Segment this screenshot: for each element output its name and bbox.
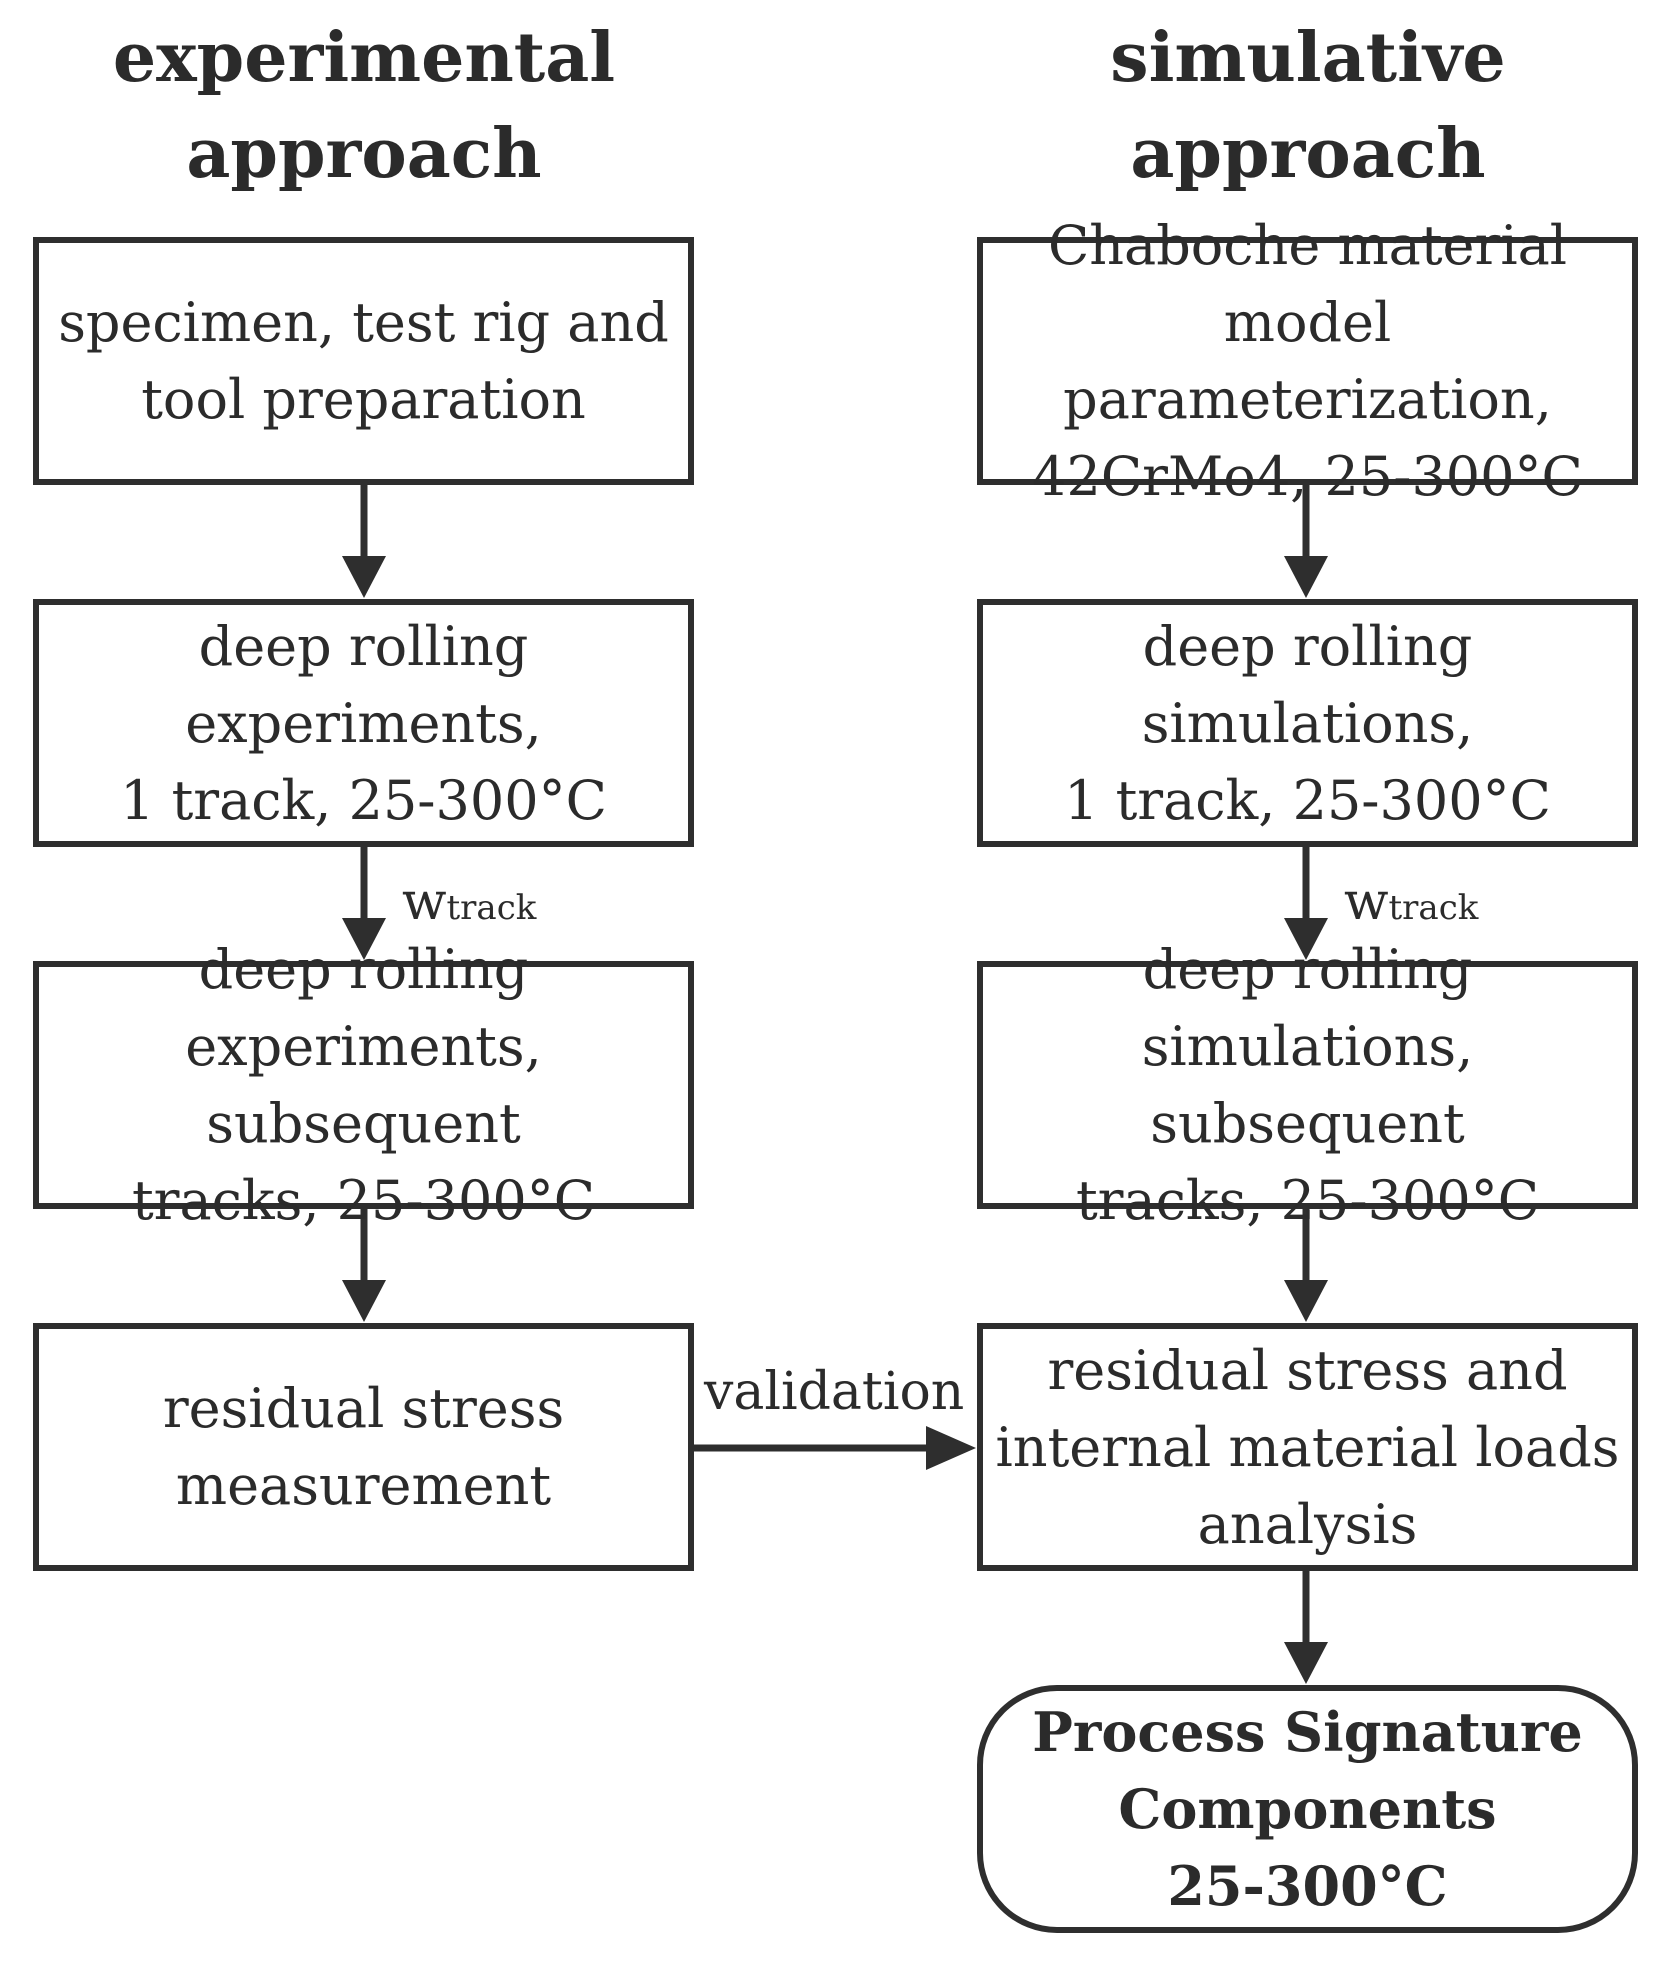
arrowhead-exp-1-2: [342, 556, 386, 598]
sim-step-chaboche-text: Chaboche material model parameterization…: [1032, 214, 1583, 508]
arrowhead-sim-3-4: [1284, 1280, 1328, 1322]
arrowhead-sim-2-3: [1284, 918, 1328, 960]
w-track-label-sim-sub: track: [1388, 888, 1479, 928]
arrowhead-sim-4-result: [1284, 1642, 1328, 1684]
arrowhead-sim-1-2: [1284, 556, 1328, 598]
w-track-label-sim: wtrack: [1344, 872, 1478, 938]
validation-label: validation: [704, 1362, 965, 1422]
exp-step-residual-stress-measurement-text: residual stress measurement: [162, 1377, 565, 1517]
w-track-label-exp-main: w: [402, 872, 447, 932]
exp-step-residual-stress-measurement: residual stress measurement: [33, 1323, 694, 1571]
sim-step-subsequent-tracks-text: deep rolling simulations, subsequent tra…: [1075, 938, 1540, 1232]
sim-step-residual-stress-analysis: residual stress and internal material lo…: [977, 1323, 1638, 1571]
sim-step-1-track-text: deep rolling simulations, 1 track, 25-30…: [1064, 614, 1551, 832]
sim-step-subsequent-tracks: deep rolling simulations, subsequent tra…: [977, 938, 1638, 1232]
arrowhead-exp-3-4: [342, 1280, 386, 1322]
exp-step-1-track: deep rolling experiments, 1 track, 25-30…: [33, 599, 694, 847]
sim-step-residual-stress-analysis-text: residual stress and internal material lo…: [995, 1338, 1620, 1556]
exp-step-subsequent-tracks: deep rolling experiments, subsequent tra…: [33, 938, 694, 1232]
process-signature-components: Process Signature Components 25-300°C: [977, 1685, 1638, 1933]
experimental-approach-heading: experimental approach: [112, 18, 616, 194]
sim-step-chaboche: Chaboche material model parameterization…: [977, 214, 1638, 508]
w-track-label-sim-main: w: [1344, 872, 1389, 932]
w-track-label-exp-sub: track: [446, 888, 537, 928]
exp-step-preparation-text: specimen, test rig and tool preparation: [58, 291, 669, 431]
arrowhead-validation: [926, 1426, 976, 1470]
simulative-approach-heading: simulative approach: [1110, 18, 1506, 194]
exp-step-subsequent-tracks-text: deep rolling experiments, subsequent tra…: [131, 938, 596, 1232]
exp-step-preparation: specimen, test rig and tool preparation: [33, 237, 694, 485]
arrowhead-exp-2-3: [342, 918, 386, 960]
process-signature-components-text: Process Signature Components 25-300°C: [1032, 1699, 1583, 1918]
sim-step-1-track: deep rolling simulations, 1 track, 25-30…: [977, 599, 1638, 847]
exp-step-1-track-text: deep rolling experiments, 1 track, 25-30…: [120, 614, 607, 832]
w-track-label-exp: wtrack: [402, 872, 536, 938]
